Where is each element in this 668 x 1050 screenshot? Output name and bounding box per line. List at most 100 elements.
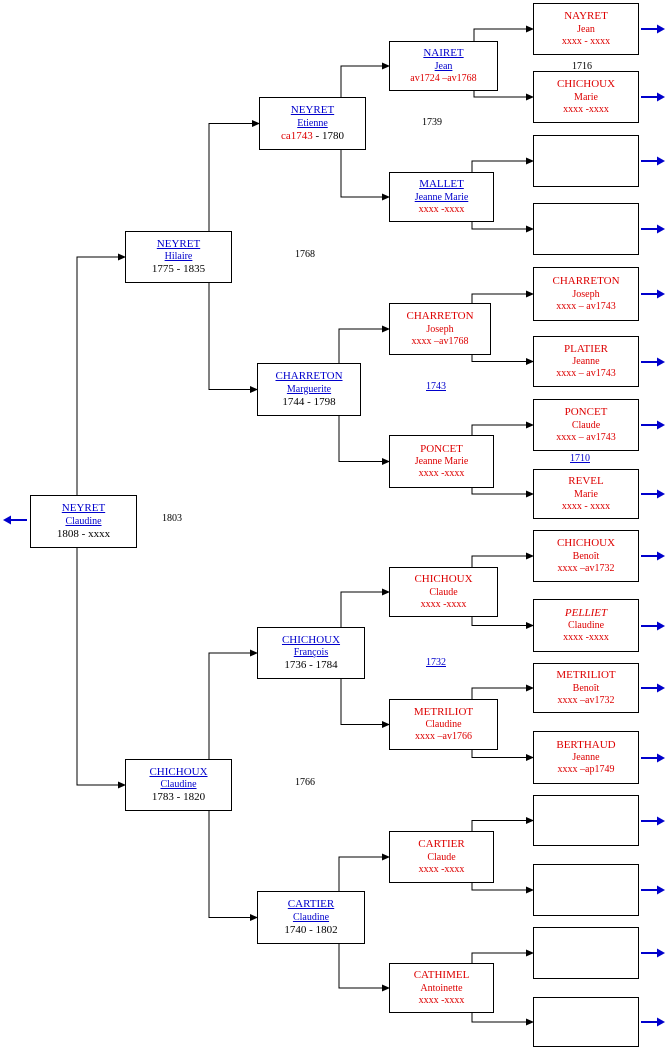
marriage-year: 1768 [295,249,315,260]
person-given-name: Claude [429,586,458,598]
marriage-year-link[interactable]: 1743 [426,381,446,392]
person-given-name: Jean [577,23,595,35]
person-dates: 1775 - 1835 [151,263,206,275]
person-given-name[interactable]: Etienne [297,117,328,129]
right-arrow-icon[interactable] [641,420,665,430]
person-surname: PONCET [564,406,608,419]
connector-line [471,883,534,894]
person-dates: xxxx -xxxx [418,203,465,215]
person-given-name: Jeanne [572,752,600,764]
person-surname[interactable]: NEYRET [290,104,335,117]
person-dates: xxxx – av1743 [556,368,616,380]
right-arrow-icon[interactable] [641,489,665,499]
person-surname[interactable]: NEYRET [61,502,106,515]
right-arrow-icon[interactable] [641,551,665,561]
connector-line [340,588,390,627]
person-surname[interactable]: CARTIER [287,898,335,911]
person-surname: CHICHOUX [414,573,473,586]
person-given-name: Antoinette [420,982,463,994]
person-box-gen5-empty[interactable] [533,864,639,916]
right-arrow-icon[interactable] [641,357,665,367]
person-given-name: Marie [574,488,598,500]
person-box-gen5-empty[interactable] [533,927,639,979]
person-box-gen5-empty[interactable] [533,203,639,255]
person-surname[interactable]: CHARRETON [275,370,343,383]
person-surname[interactable]: NEYRET [156,237,201,250]
right-arrow-icon[interactable] [641,621,665,631]
person-given-name[interactable]: Marguerite [286,383,332,395]
person-surname[interactable]: CHICHOUX [281,633,341,646]
right-arrow-icon[interactable] [641,683,665,693]
person-dates: 1783 - 1820 [151,791,206,803]
right-arrow-icon[interactable] [641,156,665,166]
right-arrow-icon[interactable] [641,948,665,958]
person-dates: 1740 - 1802 [284,923,338,936]
marriage-year-link[interactable]: 1732 [426,657,446,668]
person-death-date: - 1780 [312,129,344,142]
person-dates: 1736 - 1784 [284,659,338,671]
person-dates: xxxx –av1766 [415,731,472,743]
connector-line [471,157,534,172]
right-arrow-icon[interactable] [641,289,665,299]
person-given-name[interactable]: Claudine [160,779,197,790]
person-surname: NAYRET [564,10,608,23]
person-given-name[interactable]: Claudine [65,515,102,527]
person-given-name[interactable]: Jean [434,60,453,72]
right-arrow-icon[interactable] [641,224,665,234]
person-box-gen5-empty[interactable] [533,795,639,846]
right-arrow-icon[interactable] [641,753,665,763]
connector-line [471,949,534,963]
connector-line [471,488,534,498]
right-arrow-icon[interactable] [641,92,665,102]
marriage-year: 1803 [162,513,182,524]
person-given-name[interactable]: Claudine [292,911,330,923]
person-surname: CHICHOUX [556,78,616,91]
marriage-year-link[interactable]: 1710 [570,453,590,464]
connector-line [471,617,534,629]
person-given-name[interactable]: Jeanne Marie [414,191,469,203]
left-arrow-icon[interactable] [3,515,27,525]
person-surname: CHARRETON [406,310,474,323]
right-arrow-icon[interactable] [641,885,665,895]
right-arrow-icon[interactable] [641,816,665,826]
right-arrow-icon[interactable] [641,1017,665,1027]
person-surname[interactable]: CHICHOUX [149,765,208,778]
person-birth-date: ca1743 [281,129,313,142]
person-box-gen5-empty[interactable] [533,997,639,1047]
person-surname: PLATIER [564,342,608,355]
person-dates: xxxx -xxxx [563,632,609,644]
person-given-name[interactable]: Hilaire [164,251,193,262]
person-surname[interactable]: NAIRET [423,47,464,60]
connector-line [338,853,390,891]
person-surname[interactable]: MALLET [419,178,464,191]
person-box-gen5-empty[interactable] [533,135,639,187]
connector-line [471,355,534,365]
person-given-name[interactable]: François [293,647,329,658]
right-arrow-icon[interactable] [641,24,665,34]
